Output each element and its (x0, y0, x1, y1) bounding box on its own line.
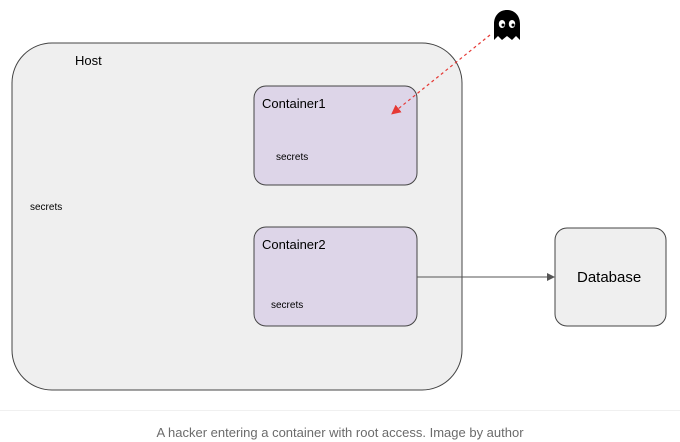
container1-secrets-label: secrets (276, 152, 309, 163)
host-secrets-label: secrets (30, 202, 63, 213)
diagram-canvas: Host secrets Container1 secrets Containe… (0, 10, 680, 411)
database-label: Database (577, 269, 642, 286)
container2-secrets-label: secrets (271, 300, 304, 311)
container1-title: Container1 (262, 96, 326, 111)
container2-title: Container2 (262, 237, 326, 252)
ghost-icon (494, 10, 520, 40)
attack-arrow (391, 34, 491, 115)
diagram-svg (11, 10, 667, 391)
container1-box (253, 85, 418, 186)
database-box (554, 227, 667, 327)
figure-caption: A hacker entering a container with root … (156, 425, 524, 440)
host-title: Host (75, 53, 102, 68)
